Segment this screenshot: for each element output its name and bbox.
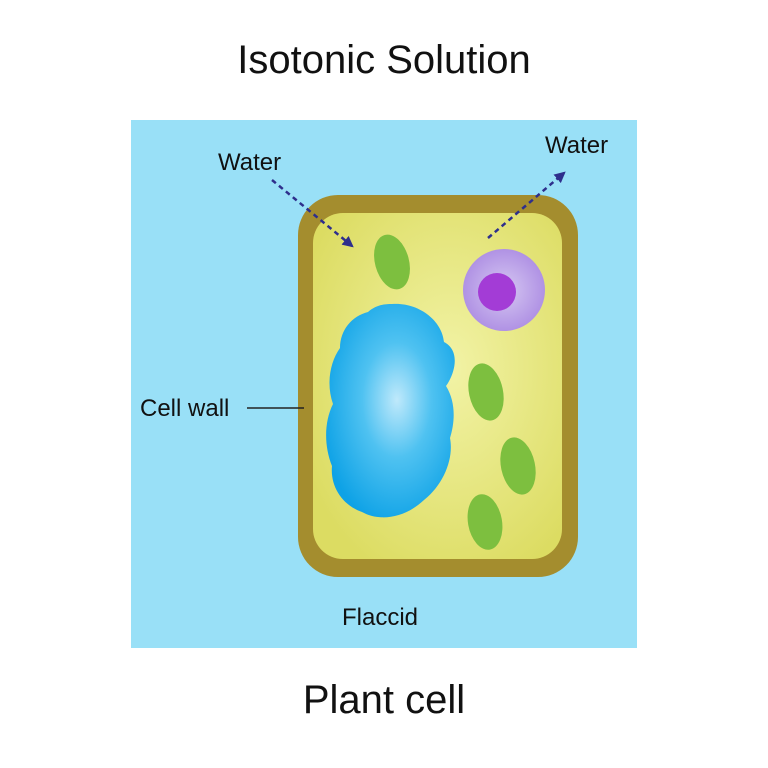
chloroplast <box>468 363 504 421</box>
page-title: Isotonic Solution <box>237 38 531 82</box>
chloroplast <box>467 494 503 550</box>
nucleolus <box>478 273 516 311</box>
water-in-label: Water <box>218 149 281 176</box>
water-out-arrow <box>487 171 566 239</box>
chloroplast <box>374 234 410 290</box>
diagram-caption: Plant cell <box>302 678 466 722</box>
chloroplast <box>500 437 536 495</box>
flaccid-label: Flaccid <box>342 604 418 631</box>
cell-wall-label: Cell wall <box>140 395 229 422</box>
water-out-label: Water <box>545 132 608 159</box>
vacuole <box>326 303 455 518</box>
